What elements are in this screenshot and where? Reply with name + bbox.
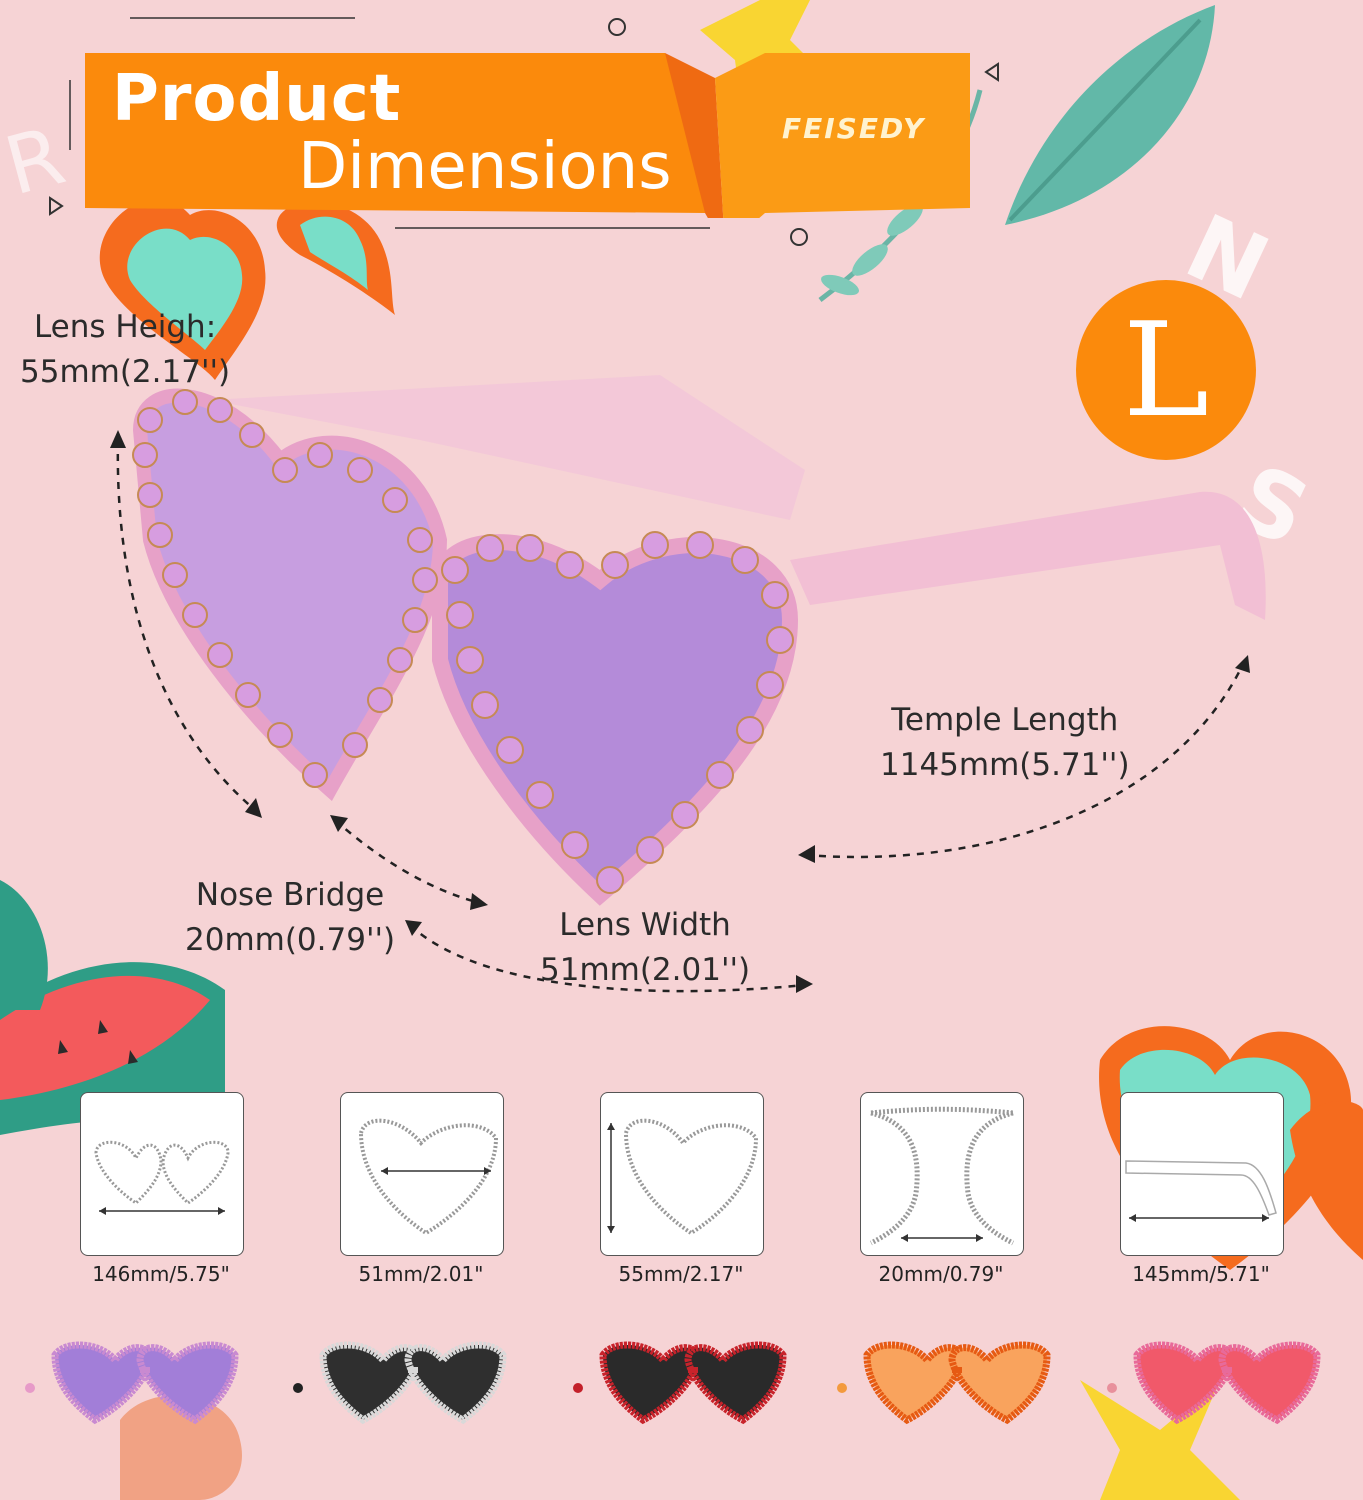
thumbnail-temple-length (1120, 1092, 1284, 1256)
temple-length-label: Temple Length 1145mm(5.71'') (880, 698, 1130, 788)
thumbnail-full-width (80, 1092, 244, 1256)
right-lens (432, 534, 799, 906)
variant-lens (404, 1341, 507, 1425)
thumbnail-caption: 20mm/0.79" (878, 1262, 1004, 1286)
variant-lens (863, 1341, 966, 1425)
variant-lens (1218, 1341, 1321, 1425)
lens-height-arrow (116, 439, 256, 811)
size-badge (1076, 280, 1256, 460)
lens-height-label: Lens Heigh: 55mm(2.17'') (20, 305, 230, 395)
temple-length-icon (1125, 1160, 1277, 1222)
lens-height-value: 55mm(2.17'') (20, 353, 231, 390)
thumbnail-caption: 146mm/5.75" (92, 1262, 230, 1286)
color-dot (293, 1383, 303, 1393)
nose-bridge-arrow (334, 819, 481, 905)
color-variant-option[interactable] (837, 1341, 1051, 1425)
lens-width-label: Lens Width 51mm(2.01'') (540, 903, 750, 993)
color-dot (573, 1383, 583, 1393)
lens-width-icon (358, 1118, 499, 1236)
color-variant-option[interactable] (1107, 1341, 1321, 1425)
thumbnail-nose-bridge (860, 1092, 1024, 1256)
variant-lens (136, 1341, 239, 1425)
thumbnail-lens-width (340, 1092, 504, 1256)
color-variant-option[interactable] (293, 1341, 507, 1425)
temple-arm-front (790, 491, 1266, 620)
color-variant-option[interactable] (573, 1341, 787, 1425)
lens-height-icon (607, 1118, 759, 1236)
nose-bridge-name: Nose Bridge (195, 877, 385, 913)
temple-arm-back (210, 375, 805, 520)
lens-width-name: Lens Width (559, 907, 731, 943)
variant-lens (599, 1341, 702, 1425)
color-dot (1107, 1383, 1117, 1393)
variant-lens (684, 1341, 787, 1425)
thumbnail-lens-height (600, 1092, 764, 1256)
temple-length-name: Temple Length (891, 702, 1119, 738)
title-banner (85, 53, 970, 218)
color-variant-option[interactable] (25, 1341, 239, 1425)
variant-lens (1133, 1341, 1236, 1425)
color-variants (25, 1341, 1321, 1425)
star-icon (700, 0, 820, 100)
thumbnail-caption: 55mm/2.17" (618, 1262, 744, 1286)
variant-lens (51, 1341, 154, 1425)
lens-width-value: 51mm(2.01'') (540, 951, 751, 988)
nose-bridge-label: Nose Bridge 20mm(0.79'') (185, 873, 395, 963)
temple-length-value: 1145mm(5.71'') (880, 746, 1130, 783)
page-title-line2: Dimensions (298, 130, 672, 204)
variant-lens (948, 1341, 1051, 1425)
color-dot (25, 1383, 35, 1393)
variant-lens (319, 1341, 422, 1425)
nose-bridge-value: 20mm(0.79'') (185, 921, 396, 958)
brand-logo: FEISEDY (782, 112, 926, 145)
size-badge-letter: L (1122, 294, 1210, 446)
full-frame-width-icon (94, 1140, 230, 1215)
nose-bridge-icon (869, 1106, 1015, 1246)
lens-height-name: Lens Heigh: (33, 309, 217, 345)
color-dot (837, 1383, 847, 1393)
page-title-line1: Product (112, 62, 402, 136)
thumbnail-caption: 51mm/2.01" (358, 1262, 484, 1286)
thumbnail-caption: 145mm/5.71" (1132, 1262, 1270, 1286)
